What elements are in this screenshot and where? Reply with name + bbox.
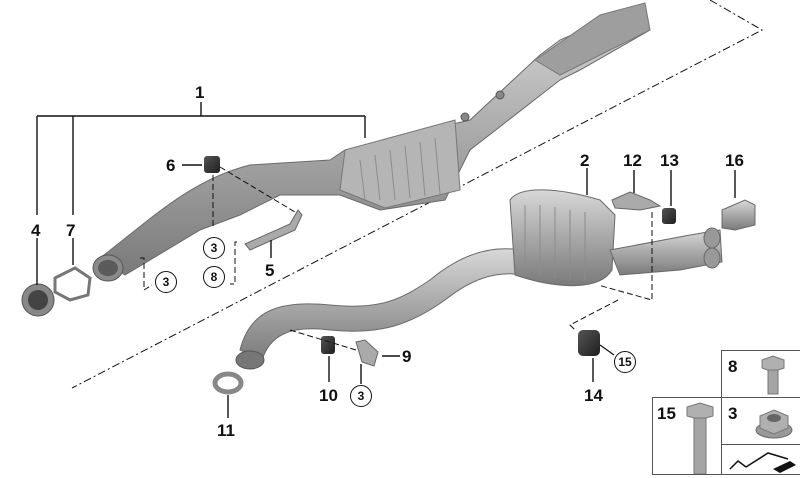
flange-part-4 [21, 283, 55, 317]
rear-muffler [509, 189, 723, 287]
callout-label-16: 16 [725, 151, 744, 170]
callout-label-2: 2 [580, 151, 590, 170]
bracket-part-12 [611, 170, 662, 211]
bracket-part-9 [355, 339, 400, 384]
front-pipe-assembly [92, 2, 651, 282]
inset-box-nut-3: 3 [721, 397, 800, 446]
flange-nut-icon [755, 409, 793, 439]
rubber-mount-part-13 [662, 170, 676, 224]
group-bracket-1 [36, 102, 366, 215]
hex-bolt-short-icon [761, 355, 785, 395]
inset-label-8: 8 [728, 357, 738, 376]
inset-label-15: 15 [657, 404, 676, 423]
inset-box-bolt-8: 8 [721, 350, 800, 399]
callout-label-4: 4 [31, 221, 41, 240]
callout-label-6: 6 [166, 156, 176, 175]
diagram-reference-icon [729, 452, 796, 473]
circled-callout-3: 3 [155, 271, 177, 293]
callout-label-11: 11 [217, 421, 235, 440]
bracket-part-5 [230, 209, 303, 285]
callout-label-9: 9 [402, 347, 412, 366]
rubber-mount-part-6 [182, 156, 301, 228]
rubber-mount-part-14 [578, 330, 615, 382]
gasket-part-7 [53, 266, 92, 302]
inset-box-bolt-15: 15 [652, 397, 723, 475]
assembly-outline [71, 0, 764, 389]
rear-pipe-part-2 [235, 248, 526, 370]
callout-label-10: 10 [319, 386, 338, 405]
callout-label-7: 7 [66, 221, 76, 240]
circled-callout-15: 15 [614, 351, 636, 373]
circled-callout-8: 8 [203, 266, 225, 288]
hex-bolt-long-icon [686, 402, 714, 474]
callout-label-5: 5 [265, 261, 275, 280]
callout-label-13: 13 [660, 151, 679, 170]
exhaust-tip-part-16 [721, 170, 756, 231]
rubber-mount-part-10 [321, 336, 335, 382]
inset-box-reference-icon [721, 444, 800, 475]
callout-label-12: 12 [623, 151, 642, 170]
clamp-part-11 [212, 371, 244, 418]
circled-callout-3: 3 [350, 385, 372, 407]
callout-label-1: 1 [195, 83, 205, 102]
callout-label-14: 14 [584, 386, 603, 405]
circled-callout-3: 3 [203, 237, 225, 259]
inset-label-3: 3 [728, 404, 738, 423]
